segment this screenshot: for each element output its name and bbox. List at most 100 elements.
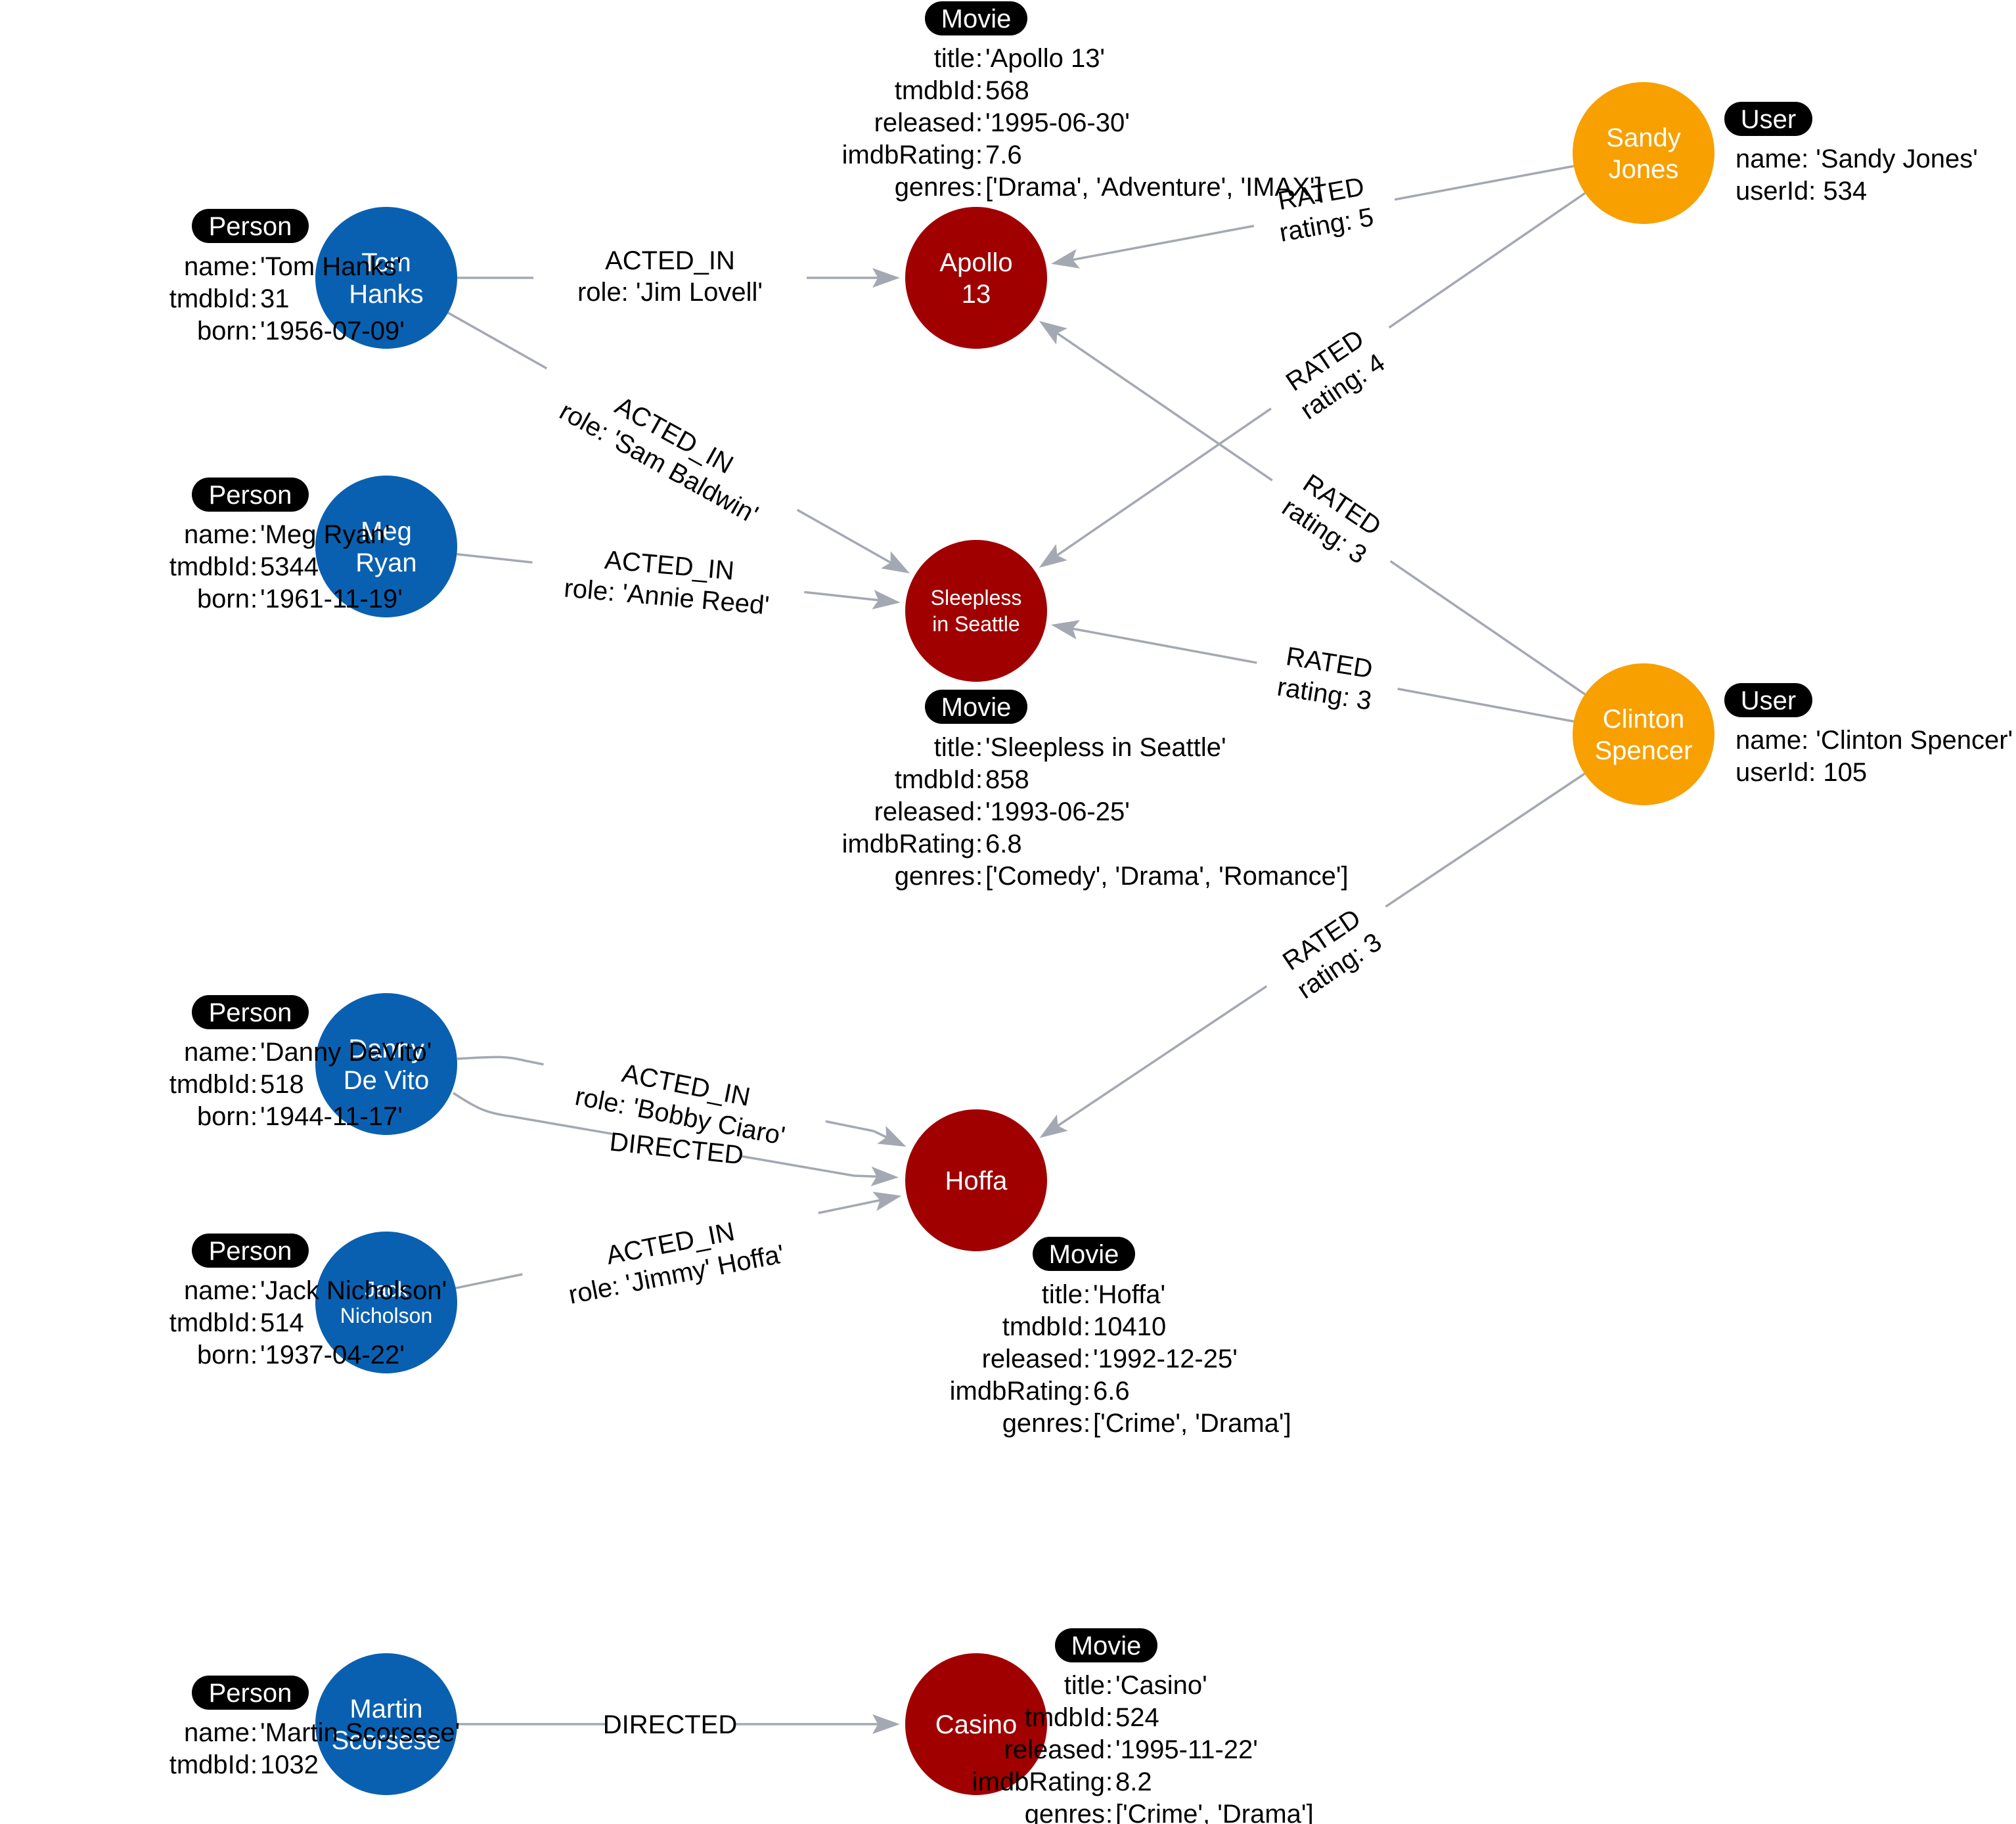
person-node-circle — [315, 207, 457, 349]
property-key: name — [184, 1276, 250, 1305]
node-caption-line: Jack — [365, 1278, 409, 1301]
property-key: name — [1736, 145, 1801, 173]
pill-text: Person — [209, 998, 292, 1027]
edge-line-end — [873, 1130, 889, 1140]
property-separator: : — [1083, 1409, 1090, 1438]
property-value: 6.8 — [985, 830, 1022, 858]
property-value: 'Clinton Spencer' — [1816, 726, 2013, 755]
node-caption-line: Martin — [349, 1695, 422, 1724]
node-casino[interactable]: Casino — [905, 1653, 1047, 1795]
edge-arrowhead — [881, 551, 910, 573]
property-separator: : — [250, 520, 258, 549]
property-value: ['Crime', 'Drama'] — [1115, 1800, 1314, 1824]
pill-text: Person — [209, 481, 292, 510]
property-value: 7.6 — [985, 141, 1022, 169]
pill-text: User — [1741, 105, 1796, 134]
node-caption-line: Spencer — [1595, 736, 1693, 765]
node-properties: title:'Sleepless in Seattle'tmdbId:858re… — [842, 733, 1349, 891]
property-value: '1944-11-17' — [260, 1102, 403, 1131]
edge-label-bg — [533, 244, 807, 307]
property-separator: : — [1106, 1800, 1113, 1824]
movie-node-circle — [905, 1653, 1047, 1795]
node-properties: name:'Tom Hanks'tmdbId:31born:'1956-07-0… — [169, 252, 405, 345]
edge-arrowhead — [1039, 544, 1067, 568]
edge-label-bg — [606, 1708, 734, 1741]
property-key: born — [197, 1102, 250, 1131]
property-key: released — [982, 1345, 1083, 1373]
edge-directed[interactable]: DIRECTED — [457, 1708, 900, 1741]
property-value: 858 — [985, 765, 1029, 794]
movie-node-circle — [905, 1109, 1047, 1251]
property-value: '1992-12-25' — [1093, 1345, 1238, 1373]
node-hoffa[interactable]: Hoffa — [905, 1109, 1047, 1251]
property-key: name — [184, 1038, 250, 1067]
pill-text: Movie — [1049, 1240, 1119, 1269]
property-key: title — [1064, 1671, 1105, 1700]
edge-arrowhead — [872, 589, 901, 610]
property-separator: : — [1083, 1345, 1090, 1373]
property-separator: : — [250, 252, 258, 281]
property-value: ['Drama', 'Adventure', 'IMAX'] — [985, 173, 1322, 202]
node-caption-line: 13 — [962, 280, 991, 309]
property-value: 105 — [1823, 758, 1867, 787]
property-key: tmdbId — [169, 1308, 250, 1337]
node-caption-line: Tom — [361, 248, 411, 277]
person-node-circle — [315, 1653, 457, 1795]
movie-node-circle — [905, 207, 1047, 349]
node-caption-line: in Seattle — [932, 612, 1019, 636]
node-caption-line: Jones — [1609, 155, 1679, 184]
property-value: '1995-11-22' — [1115, 1735, 1258, 1764]
property-key: title — [934, 44, 975, 73]
edge-type-text: ACTED_IN — [605, 246, 735, 275]
edge-label-bg — [1256, 307, 1411, 439]
property-separator: : — [975, 733, 983, 762]
property-key: genres — [895, 862, 975, 891]
movie-label-pill: Movie — [1055, 1628, 1157, 1662]
property-key: born — [197, 585, 250, 613]
node-properties: name:'Danny DeVito'tmdbId:518born:'1944-… — [169, 1038, 432, 1131]
edge-arrowhead — [1039, 1114, 1068, 1138]
edge-arrowhead — [872, 268, 900, 288]
pill-background — [192, 209, 309, 243]
edge-label: DIRECTED — [603, 1708, 737, 1741]
person-node-circle — [315, 476, 457, 617]
property-key: tmdbId — [169, 552, 250, 581]
node-properties: title:'Apollo 13'tmdbId:568released:'199… — [842, 44, 1322, 202]
property-separator: : — [250, 1341, 258, 1369]
property-value: 'Meg Ryan' — [260, 520, 390, 549]
property-separator: : — [975, 830, 983, 858]
node-caption-line: Casino — [935, 1710, 1018, 1739]
property-key: tmdbId — [1002, 1312, 1083, 1341]
edge-arrowhead — [872, 1714, 900, 1734]
property-separator: : — [1106, 1671, 1113, 1700]
property-separator: : — [250, 1102, 258, 1131]
pill-background — [192, 1234, 309, 1268]
person-label-pill: Person — [192, 1234, 309, 1268]
pill-text: Person — [209, 1237, 292, 1266]
property-separator: : — [1106, 1703, 1113, 1732]
property-value: 'Jack Nicholson' — [260, 1276, 447, 1305]
node-caption-line: Nicholson — [340, 1304, 433, 1327]
node-caption-line: Meg — [361, 517, 412, 546]
